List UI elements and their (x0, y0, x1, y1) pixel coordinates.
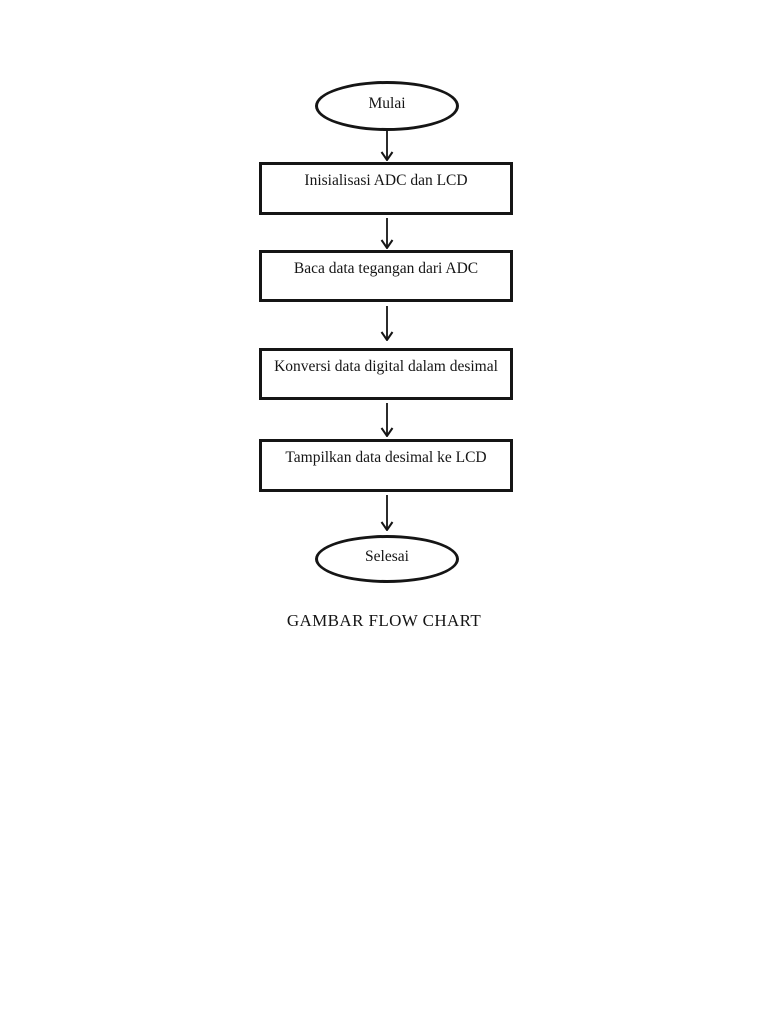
process-node-label: Tampilkan data desimal ke LCD (285, 449, 487, 466)
start-node-label: Mulai (368, 95, 406, 113)
flowchart-process-node: Inisialisasi ADC dan LCD (259, 162, 513, 215)
process-node-label: Konversi data digital dalam desimal (274, 358, 498, 375)
figure-caption: GAMBAR FLOW CHART (286, 611, 482, 630)
flowchart-process-node: Baca data tegangan dari ADC (259, 250, 513, 302)
arrow-step3-to-step4-icon (380, 403, 394, 437)
process-node-label: Inisialisasi ADC dan LCD (304, 172, 468, 189)
flowchart-process-node: Konversi data digital dalam desimal (259, 348, 513, 400)
flowchart-process-node: Tampilkan data desimal ke LCD (259, 439, 513, 492)
flowchart-end-node: Selesai (315, 535, 459, 583)
arrow-step4-to-end-icon (380, 495, 394, 531)
end-node-label: Selesai (365, 548, 409, 566)
arrow-step2-to-step3-icon (380, 306, 394, 341)
arrow-step1-to-step2-icon (380, 218, 394, 249)
flowchart-start-node: Mulai (315, 81, 459, 131)
arrow-start-to-step1-icon (380, 131, 394, 161)
process-node-label: Baca data tegangan dari ADC (293, 260, 479, 277)
